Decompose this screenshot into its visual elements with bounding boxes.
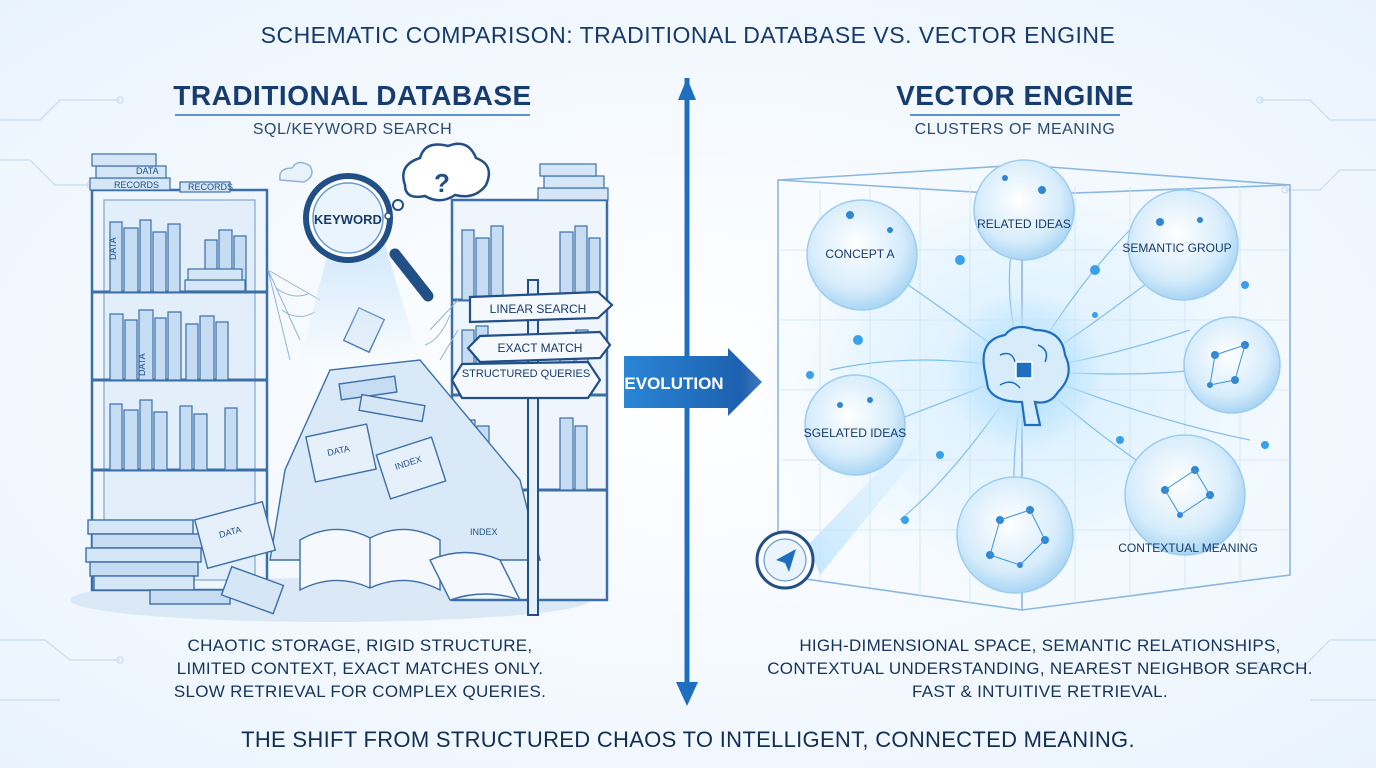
book-label: DATA (326, 443, 350, 457)
book-label: RECORDS (114, 180, 159, 190)
page-title: SCHEMATIC COMPARISON: TRADITIONAL DATABA… (260, 22, 1116, 48)
traditional-caption: CHAOTIC STORAGE, RIGID STRUCTURE, LIMITE… (120, 634, 600, 703)
sign-structured-queries: STRUCTURED QUERIES (462, 368, 590, 380)
signpost (450, 279, 614, 616)
vector-caption: HIGH-DIMENSIONAL SPACE, SEMANTIC RELATIO… (745, 634, 1335, 703)
cluster-related-ideas (973, 159, 1075, 261)
cluster-semantic-group (1127, 189, 1239, 301)
traditional-database-subtitle: SQL/KEYWORD SEARCH (252, 121, 453, 138)
footer-statement: THE SHIFT FROM STRUCTURED CHAOS TO INTEL… (241, 727, 1135, 752)
caption-line: LIMITED CONTEXT, EXACT MATCHES ONLY. (176, 659, 544, 678)
cluster-label-contextual-meaning: CONTEXTUAL MEANING (1118, 541, 1258, 555)
cluster-contextual-meaning (1124, 434, 1246, 556)
brain-core (945, 292, 1105, 452)
library-scene (70, 142, 614, 622)
cluster-label-sgelated-ideas: SGELATED IDEAS (804, 426, 906, 440)
evolution-arrow (624, 348, 762, 416)
cluster-label-related-ideas: RELATED IDEAS (977, 217, 1071, 231)
book-label: DATA (136, 166, 159, 176)
evolution-label: EVOLUTION (624, 374, 723, 393)
cluster-sgelated-ideas (804, 374, 906, 476)
vector-engine-subtitle: CLUSTERS OF MEANING (914, 121, 1116, 138)
book-label: DATA (137, 353, 147, 376)
question-mark: ? (434, 168, 450, 198)
compass-icon (755, 440, 930, 590)
spotlight (300, 245, 420, 360)
cluster-label-semantic-group: SEMANTIC GROUP (1122, 241, 1231, 255)
keyword-label: KEYWORD (314, 212, 382, 227)
book-label: DATA (108, 237, 118, 260)
sign-exact-match: EXACT MATCH (498, 341, 583, 355)
cluster-label-concept-a: CONCEPT A (825, 247, 894, 261)
magnifier (303, 173, 434, 302)
book-label: RECORDS (188, 182, 233, 192)
caption-line: FAST & INTUITIVE RETRIEVAL. (912, 682, 1168, 701)
circuit-decoration (0, 96, 1376, 701)
evolution-divider (624, 78, 762, 706)
cluster-bubbles (804, 159, 1281, 594)
book-label: INDEX (470, 527, 498, 537)
caption-line: CHAOTIC STORAGE, RIGID STRUCTURE, (187, 636, 533, 655)
caption-line: HIGH-DIMENSIONAL SPACE, SEMANTIC RELATIO… (799, 636, 1281, 655)
left-title-underline (175, 114, 530, 116)
vector-engine-title: VECTOR ENGINE (896, 80, 1134, 111)
traditional-database-title: TRADITIONAL DATABASE (173, 80, 532, 111)
cluster-dense (1183, 316, 1281, 414)
caption-line: CONTEXTUAL UNDERSTANDING, NEAREST NEIGHB… (767, 659, 1313, 678)
sparkles (806, 255, 1269, 524)
sign-linear-search: LINEAR SEARCH (490, 302, 587, 316)
caption-line: SLOW RETRIEVAL FOR COMPLEX QUERIES. (173, 682, 547, 701)
right-title-underline (910, 114, 1120, 116)
thought-cloud (279, 142, 491, 220)
cluster-network (956, 476, 1074, 594)
